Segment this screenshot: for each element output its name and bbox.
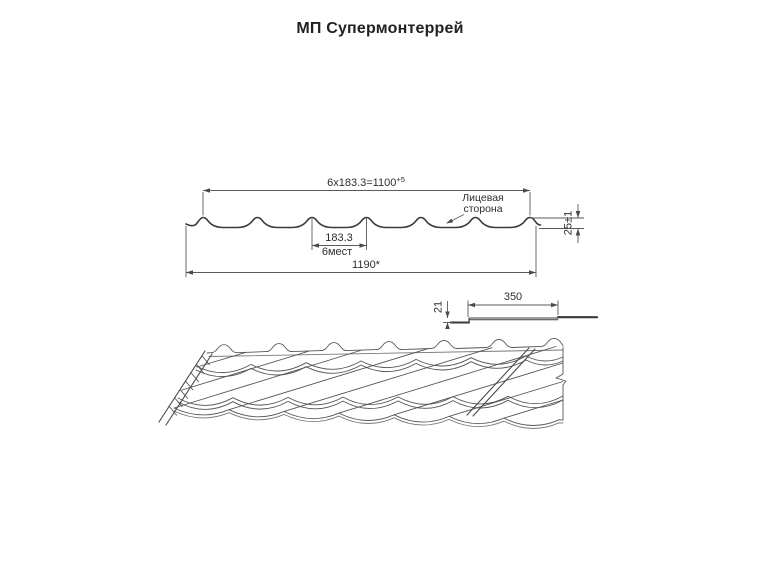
profile-dimension-arrows: [186, 188, 581, 275]
face-side-label: Лицевая сторона: [462, 193, 503, 214]
step-height-dimension-label: 21: [432, 300, 445, 314]
profile-width-dimension-label: 6x183.3=1100+5: [327, 176, 405, 189]
width-formula-text: 6x183.3=1100: [327, 177, 397, 189]
width-tolerance-superscript: +5: [396, 175, 405, 184]
sheet-overlap-step-line: [466, 347, 536, 417]
step-detail-arrows: [445, 302, 558, 329]
wave-places-label: 6мест: [321, 246, 353, 258]
face-side-line2: сторона: [463, 202, 503, 215]
drawing-title: МП Супермонтеррей: [296, 20, 464, 37]
overall-width-dimension-label: 1190*: [352, 259, 380, 271]
sheet-left-edge-strip: [158, 350, 213, 426]
face-side-line1: Лицевая: [462, 192, 504, 204]
sheet-3d-view: [173, 337, 567, 429]
profile-cross-section: [185, 216, 542, 229]
step-detail-drawing: [449, 316, 599, 324]
profile-dimensions: [185, 190, 584, 277]
step-detail-dimensions: [443, 300, 559, 329]
profile-height-dimension-label: 25±1: [562, 210, 575, 236]
module-length-dimension-label: 350: [503, 291, 523, 303]
wave-step-dimension-label: 183.3: [325, 232, 353, 244]
